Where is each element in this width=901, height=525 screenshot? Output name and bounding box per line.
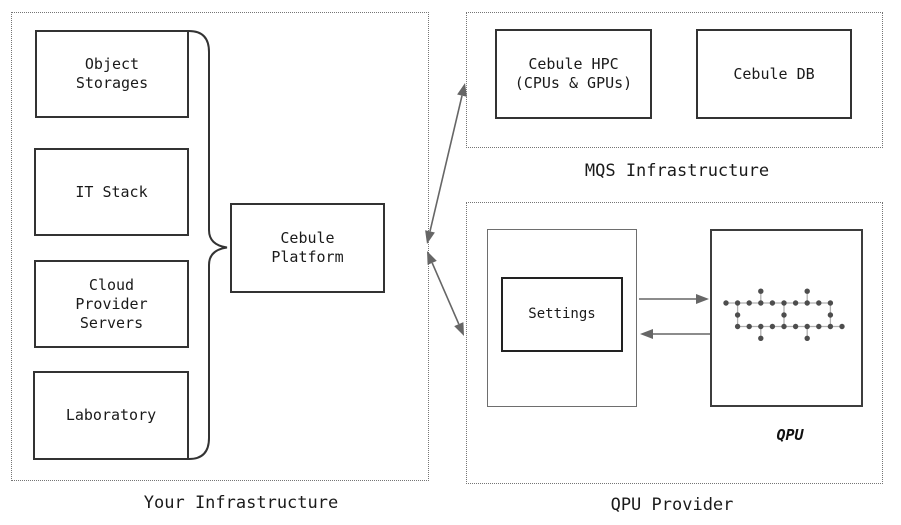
box-cebule-db: Cebule DB bbox=[696, 29, 852, 119]
box-laboratory: Laboratory bbox=[33, 371, 189, 460]
box-settings: Settings bbox=[501, 277, 623, 352]
arrow-platform-mqs bbox=[425, 83, 467, 244]
qpu-provider-label: QPU Provider bbox=[610, 495, 734, 515]
box-it-stack: IT Stack bbox=[34, 148, 189, 236]
box-qpu bbox=[710, 229, 863, 407]
box-cloud-provider-servers: Cloud Provider Servers bbox=[34, 260, 189, 348]
box-object-storages: Object Storages bbox=[35, 30, 189, 118]
container-your-infrastructure bbox=[11, 12, 429, 481]
qpu-box-label: QPU bbox=[776, 426, 804, 444]
mqs-infrastructure-label: MQS Infrastructure bbox=[584, 161, 770, 181]
container-qpu-provider bbox=[466, 202, 883, 484]
box-cebule-platform: Cebule Platform bbox=[230, 203, 385, 293]
arrow-platform-qpu bbox=[427, 251, 464, 336]
box-cebule-hpc: Cebule HPC (CPUs & GPUs) bbox=[495, 29, 652, 119]
container-mqs-infrastructure bbox=[466, 12, 883, 148]
your-infrastructure-label: Your Infrastructure bbox=[143, 493, 339, 513]
